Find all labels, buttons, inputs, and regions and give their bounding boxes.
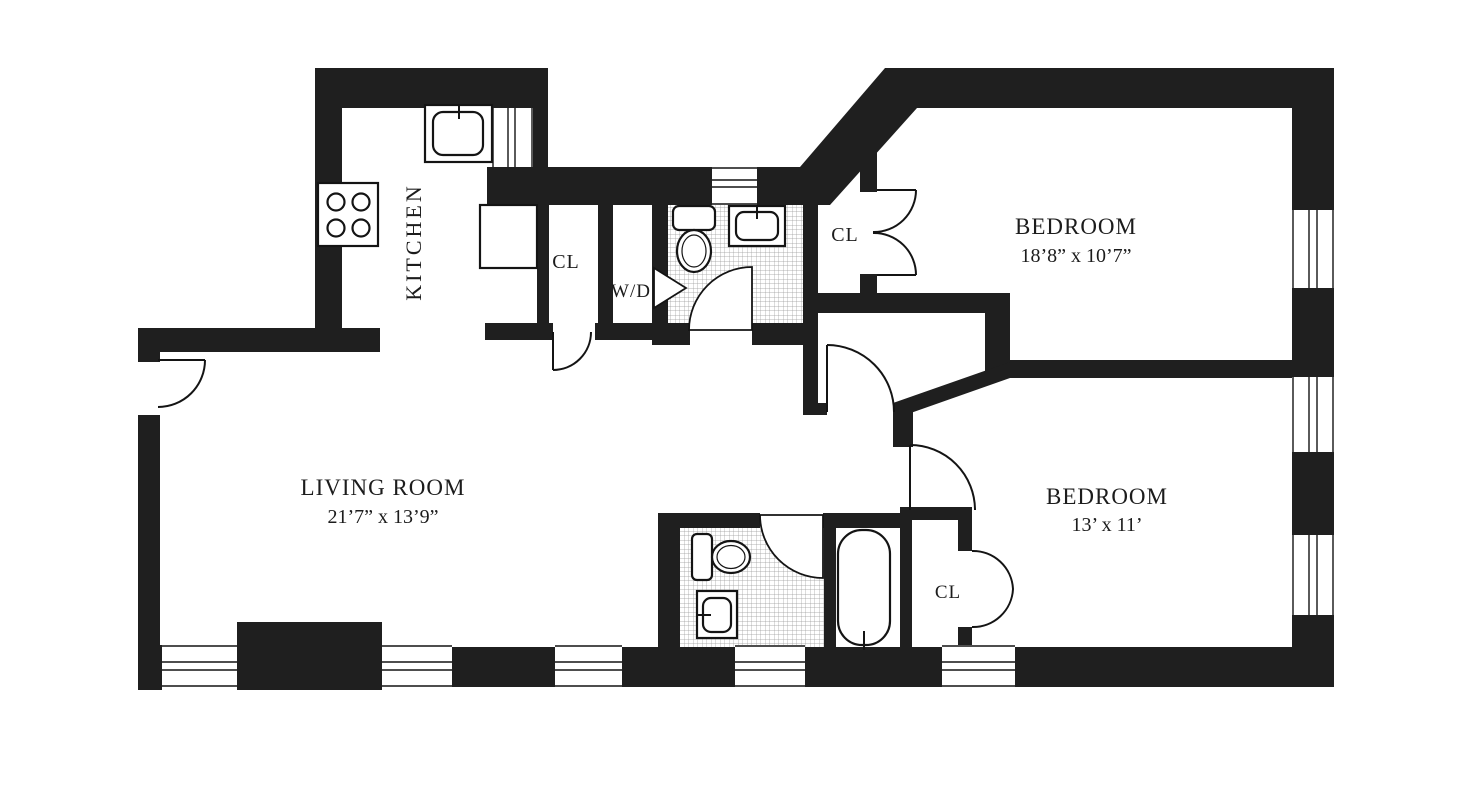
wall-segment [1015,647,1293,687]
room-dims-bedroom-1: 18’8” x 10’7” [1020,245,1131,267]
kitchen-sink-icon [423,103,494,164]
toilet-icon [690,532,752,582]
window-icon [942,645,1015,687]
wall-segment [885,68,1334,108]
wall-segment [893,403,913,447]
wall-segment [598,203,613,340]
chimney-pier [237,622,382,690]
wall-segment [1292,288,1334,377]
wall-segment [138,328,160,362]
window-icon [1292,377,1334,452]
wall-segment [818,293,1010,313]
laundry-bifold-door [653,266,688,310]
wall-segment [900,507,912,650]
window-icon [1292,210,1334,288]
bathroom-lower-door [759,514,824,579]
wall-segment [537,203,549,340]
bathroom-sink-icon [695,589,739,640]
wall-segment [958,507,972,551]
wall-segment [823,513,900,528]
labels: KITCHEN CL W/D CL BEDROOM 18’8” x 10’7” … [301,183,1168,603]
wall-segment [803,403,827,415]
bedroom-divider-wall [1010,360,1293,378]
wall-segment [1292,452,1334,535]
window-icon [382,645,452,687]
windows-right [1292,210,1334,615]
wall-segment [824,527,836,648]
wall-segment [757,167,808,205]
stove-icon [316,181,380,248]
wall-segment [805,647,942,687]
window-icon [1292,535,1334,615]
wall-segment [860,274,877,313]
wall-segment [803,203,818,415]
refrigerator-icon [478,203,539,270]
wall-segment [1292,615,1334,687]
room-label-bedroom-2: BEDROOM [1046,484,1168,509]
bathtub-icon [836,528,892,650]
bedroom-2-closet-double-door [971,549,1014,629]
room-label-bedroom-2-closet: CL [935,582,961,603]
window-icon [712,167,757,205]
bathroom-sink-icon [727,204,787,248]
hall-closet-door [552,331,592,371]
angled-wall [800,68,917,205]
wall-segment [658,513,760,528]
room-label-laundry: W/D [611,281,651,302]
bedroom-1-door [826,344,895,413]
windows-bottom [162,645,1015,687]
window-icon [735,645,805,687]
wall-segment [138,328,380,352]
bedroom-1-closet-double-door [872,189,917,276]
wall-segment [487,167,712,205]
doors [157,189,1014,629]
room-label-kitchen: KITCHEN [401,183,426,301]
toilet-icon [671,204,717,274]
wall-segment [530,108,548,167]
bedroom-2-door [909,444,976,511]
angled-wall [893,362,1010,415]
entry-door [157,359,206,408]
wall-segment [668,323,690,345]
window-icon [162,645,237,687]
wall-segment [1292,105,1334,210]
wall-segment [752,323,818,345]
wall-segment [958,627,972,650]
wall-segment [622,647,735,687]
window-icon [555,645,622,687]
room-label-bedroom-1: BEDROOM [1015,214,1137,239]
wall-segment [138,645,162,690]
room-label-hall-closet: CL [552,251,580,273]
fixtures [316,103,892,650]
room-label-bedroom-1-closet: CL [831,224,859,246]
wall-segment [912,507,967,520]
room-dims-bedroom-2: 13’ x 11’ [1071,514,1142,536]
room-label-living-room: LIVING ROOM [301,475,466,500]
wall-segment [315,68,548,108]
wall-segment [860,150,877,192]
wall-segment [595,323,668,340]
window-icon [492,108,533,167]
bathroom-upper-door [688,266,753,331]
room-dims-living-room: 21’7” x 13’9” [327,506,438,528]
wall-segment [658,513,680,648]
wall-segment [452,647,555,687]
wall-segment [138,415,160,690]
wall-segment [485,323,553,340]
